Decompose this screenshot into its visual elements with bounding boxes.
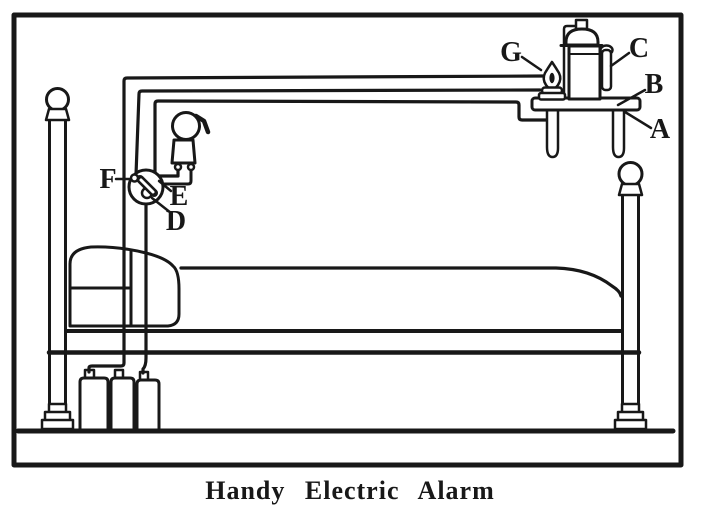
label-f: F [99,164,116,195]
post-ball-finial-left [47,89,69,111]
clamp-leg-right [613,110,624,157]
wire-battery-to-bell [89,76,543,372]
bed-post-left [42,89,73,430]
label-d: D [166,206,186,237]
gong-bell [173,113,200,140]
battery-cell-2 [111,378,134,430]
post-base-left [42,404,73,429]
switch-terminal [131,175,138,182]
gong-body [172,140,195,163]
striker-bar [602,50,611,90]
battery-cells [80,370,159,430]
figure-caption: Handy Electric Alarm [205,476,495,505]
circuit-wires [89,76,549,373]
lamp-ornament [539,62,565,100]
battery-cell-1 [80,378,108,430]
small-gong [172,113,208,171]
clamp-leg-left [547,110,558,157]
leader-line-g [522,57,541,70]
leader-line-a [625,112,651,128]
wire-gong-to-clamp [155,101,549,176]
mattress-top-edge [181,268,621,296]
post-base-right [615,404,646,429]
gong-terminal-right [188,164,194,170]
label-g: G [500,37,522,68]
alarm-bell-assembly [532,20,640,157]
bell-dome [566,29,598,45]
label-c: C [629,33,649,64]
leader-line-c [611,53,629,66]
gong-terminal-left [175,164,181,170]
label-b: B [645,69,664,100]
label-a: A [650,114,671,145]
battery-cell-3 [137,380,159,430]
post-ball-finial-right [619,163,642,186]
